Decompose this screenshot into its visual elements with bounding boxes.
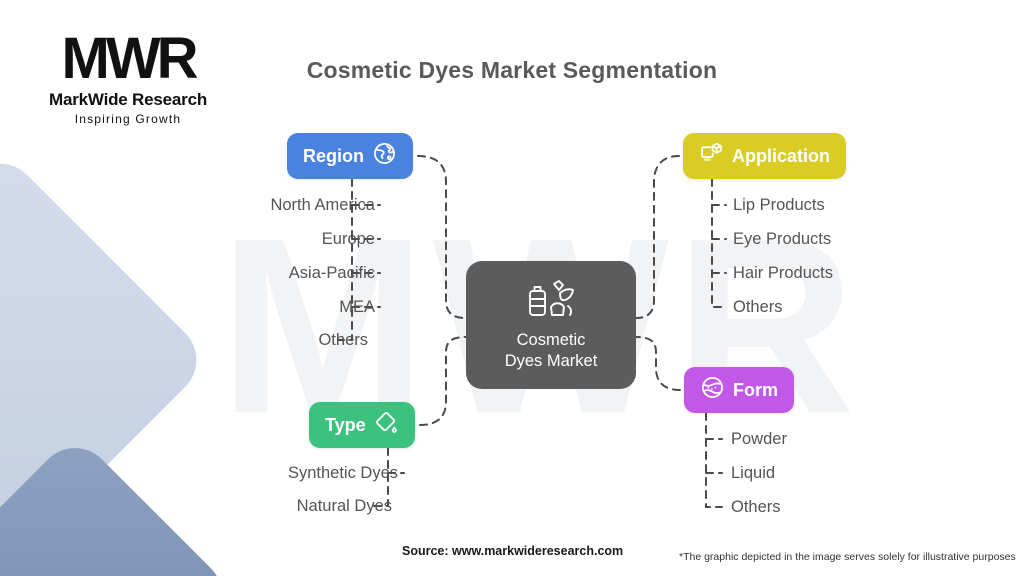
connector-region-spine [337, 178, 353, 341]
leaf-region-2: Asia-Pacific [288, 264, 375, 282]
logo-name: MarkWide Research [48, 90, 208, 109]
center-node-label-line2: Dyes Market [504, 351, 598, 370]
branch-badge-type[interactable]: Type [309, 402, 415, 448]
branch-label-type: Type [325, 414, 366, 435]
leaf-form-1: Liquid [731, 464, 776, 482]
paint-tag-icon [374, 410, 399, 440]
page-title: Cosmetic Dyes Market Segmentation [306, 57, 718, 83]
branch-label-region: Region [303, 145, 364, 166]
branch-label-form: Form [733, 379, 778, 400]
source-text: Source: www.markwideresearch.com [402, 544, 624, 558]
globe-icon [372, 141, 397, 171]
connector-form [635, 336, 681, 391]
leaf-region-4: Others [318, 331, 368, 349]
leaf-region-0: North America [270, 196, 375, 214]
leaf-region-3: MEA [339, 298, 375, 316]
monitor-box-icon [699, 141, 724, 171]
powder-jar-icon [700, 375, 725, 405]
center-node-label: Cosmetic Dyes Market [505, 330, 598, 372]
leaf-type-0: Synthetic Dyes [287, 464, 398, 482]
connector-region [417, 155, 467, 319]
connector-application-spine [711, 178, 727, 308]
branch-badge-application[interactable]: Application [683, 133, 846, 179]
logo: MWR MarkWide Research Inspiring Growth [28, 26, 228, 127]
cosmetic-bottle-leaf-icon [524, 279, 578, 326]
leaf-application-2: Hair Products [733, 264, 833, 282]
center-node-label-line1: Cosmetic [516, 330, 586, 349]
branch-label-application: Application [732, 145, 830, 166]
leaf-type-1: Natural Dyes [296, 497, 392, 515]
leaf-form-0: Powder [731, 430, 787, 448]
logo-mark: MWR [61, 26, 199, 91]
connector-type-spine [373, 447, 389, 507]
leaf-application-3: Others [733, 298, 783, 316]
branch-badge-region[interactable]: Region [287, 133, 413, 179]
connector-form-spine [705, 412, 723, 508]
disclaimer-text: *The graphic depicted in the image serve… [679, 551, 1016, 563]
center-node[interactable]: Cosmetic Dyes Market [466, 261, 636, 389]
leaf-application-1: Eye Products [733, 230, 832, 248]
branch-badge-form[interactable]: Form [684, 367, 794, 413]
connector-type [419, 336, 467, 426]
leaf-application-0: Lip Products [733, 196, 825, 214]
connector-application [635, 155, 680, 319]
leaf-region-1: Europe [321, 230, 375, 248]
logo-tagline: Inspiring Growth [74, 112, 182, 126]
leaf-form-2: Others [731, 498, 781, 516]
